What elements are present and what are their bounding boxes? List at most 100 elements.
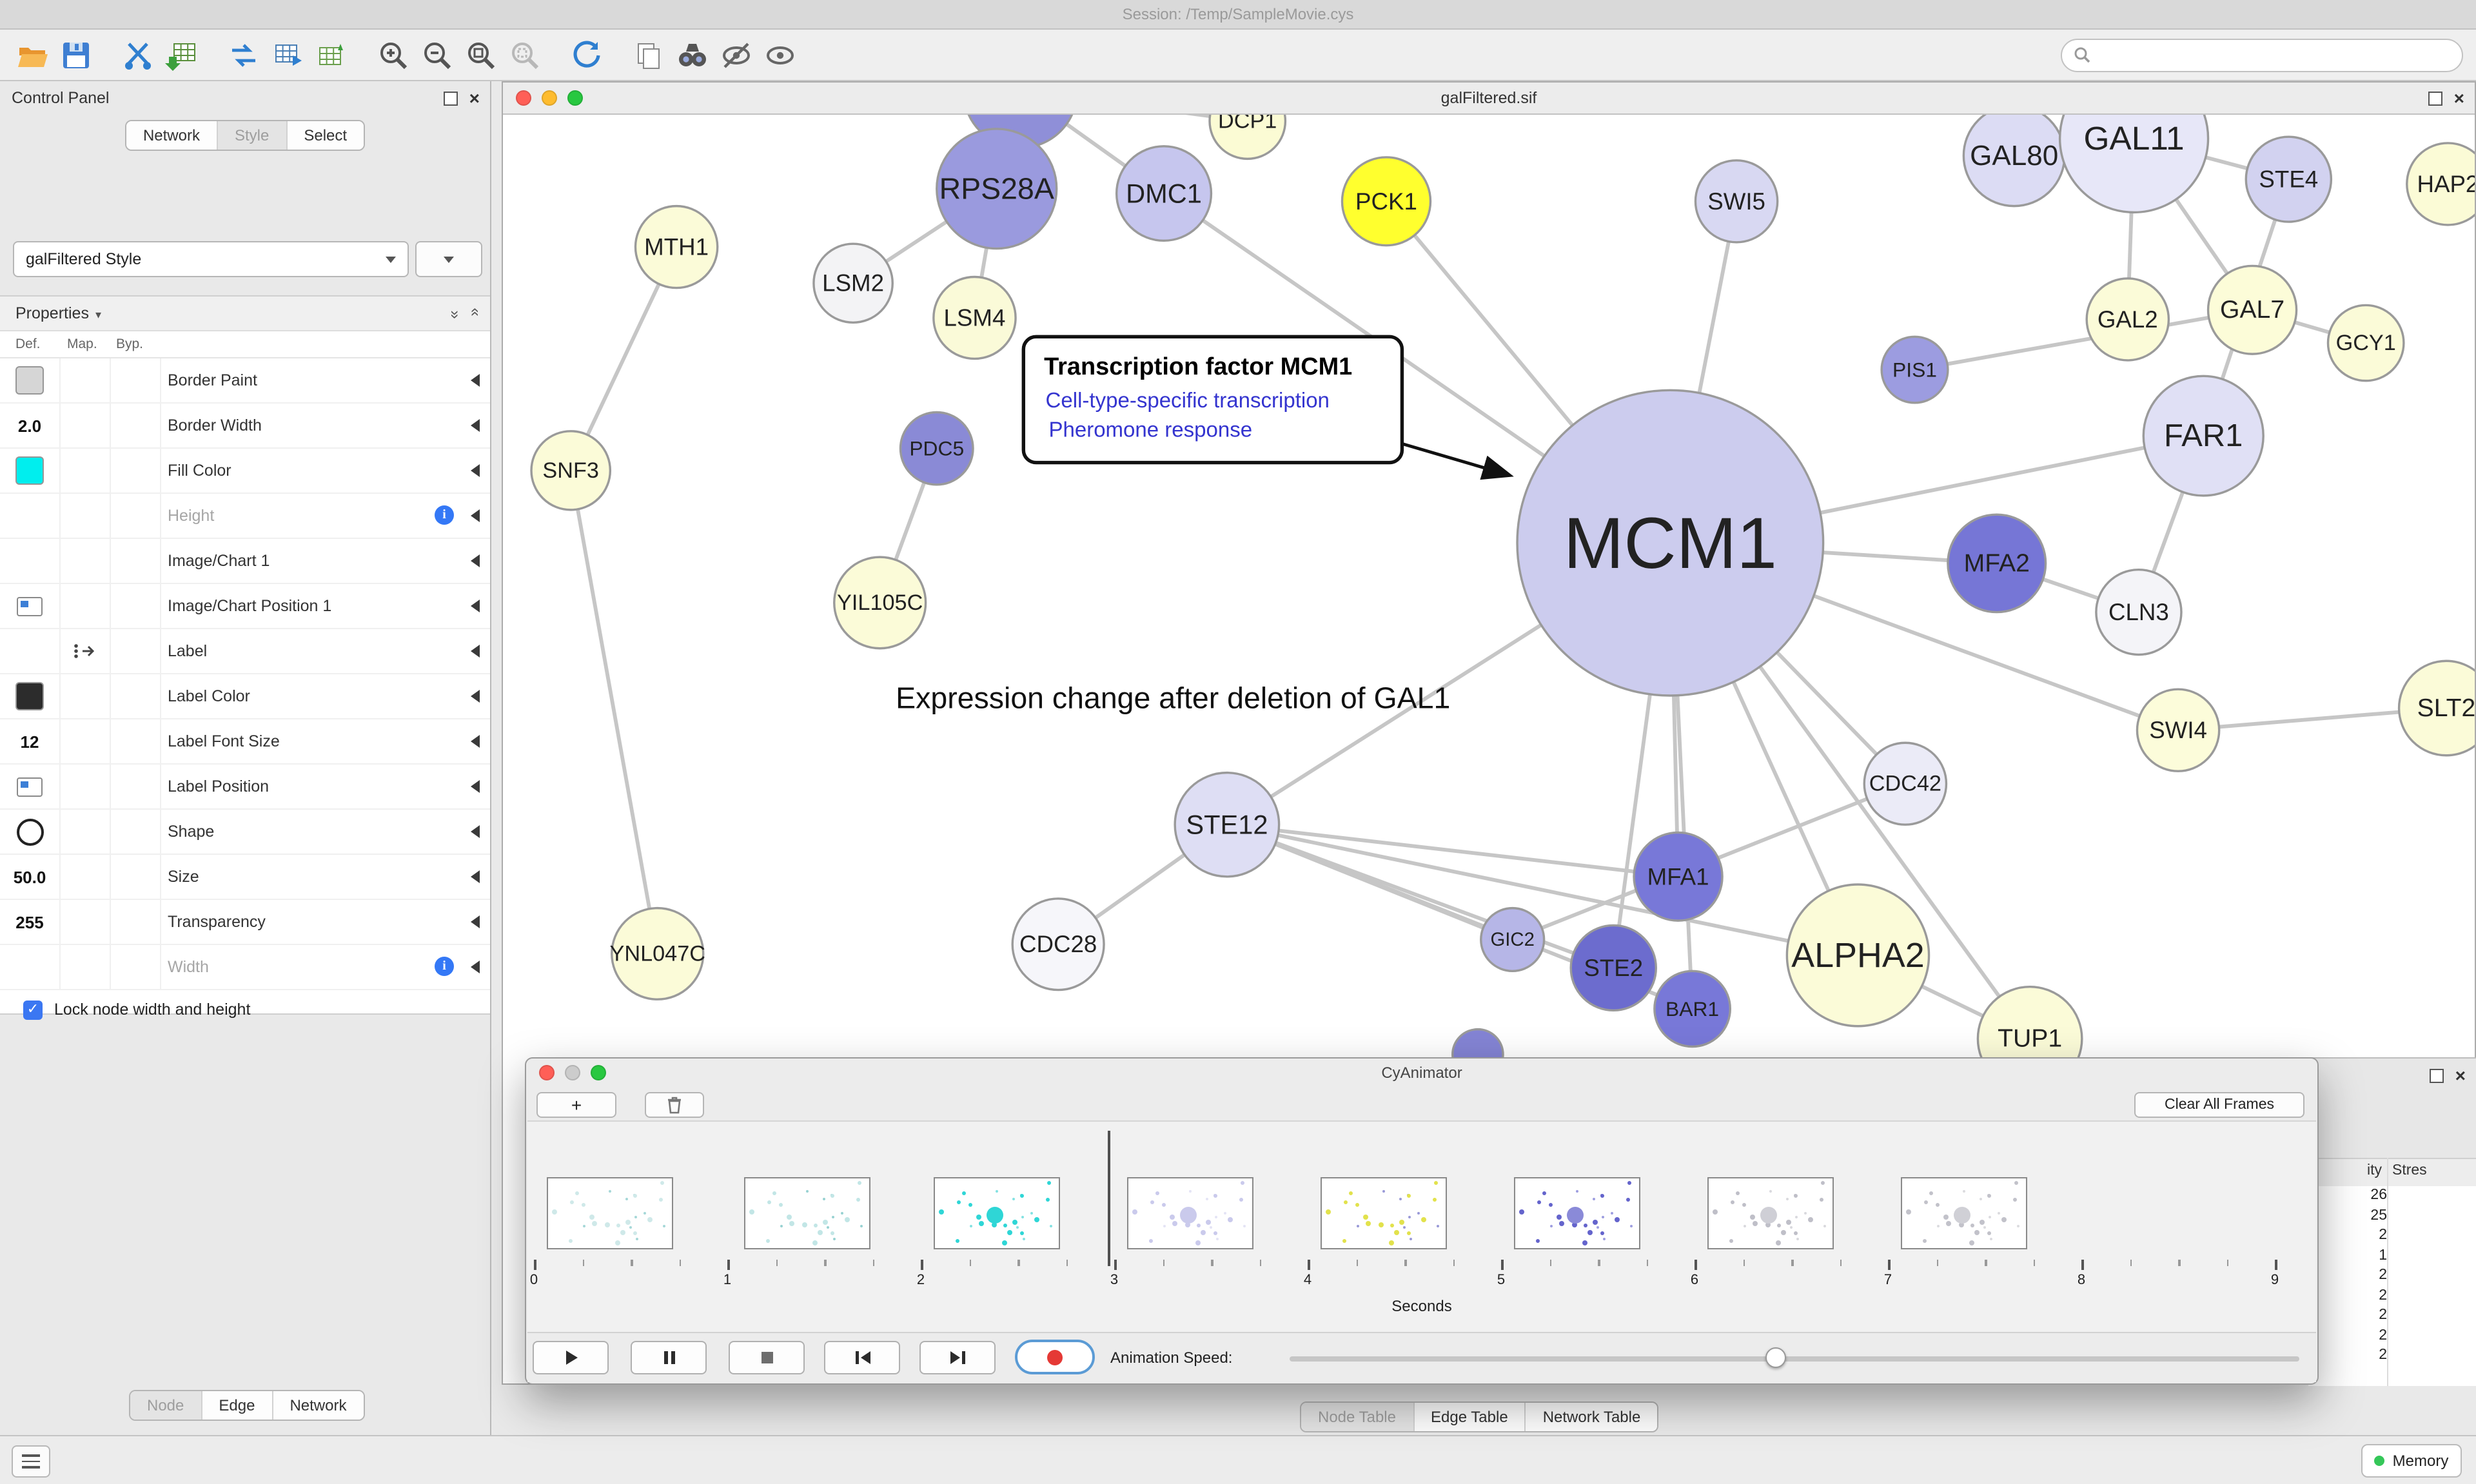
tab-edge-table[interactable]: Edge Table: [1413, 1403, 1525, 1431]
skip-end-button[interactable]: [919, 1341, 996, 1374]
graph-edge[interactable]: [1226, 823, 1678, 879]
graph-node-SNF3[interactable]: [530, 430, 612, 511]
graph-node-CLN3[interactable]: [2095, 568, 2183, 656]
table-row[interactable]: 2: [2379, 1347, 2387, 1363]
expand-arrow-icon[interactable]: [471, 690, 480, 703]
show-all-icon[interactable]: [761, 35, 800, 74]
frame-thumbnail-4[interactable]: [1127, 1177, 1253, 1249]
annotation-link[interactable]: Pheromone response: [1048, 417, 1252, 441]
graph-node-MCM1[interactable]: [1516, 389, 1825, 697]
zoom-selected-icon[interactable]: [506, 35, 544, 74]
zoom-window-button[interactable]: [567, 90, 583, 106]
value-swatch[interactable]: [15, 366, 44, 395]
import-network-icon[interactable]: [119, 35, 157, 74]
graph-node-GIC2[interactable]: [1480, 906, 1546, 972]
expand-arrow-icon[interactable]: [471, 645, 480, 658]
float-network-icon[interactable]: [2428, 91, 2442, 105]
tab-node-table[interactable]: Node Table: [1301, 1403, 1413, 1431]
log-console-button[interactable]: [12, 1445, 50, 1478]
default-value[interactable]: 255: [15, 912, 44, 932]
play-button[interactable]: [533, 1341, 609, 1374]
table-row[interactable]: 2: [2379, 1327, 2387, 1343]
zoom-in-icon[interactable]: [374, 35, 413, 74]
table-row[interactable]: 2: [2379, 1267, 2387, 1283]
table-column-stres[interactable]: Stres: [2392, 1163, 2427, 1178]
value-swatch[interactable]: [15, 456, 44, 485]
graph-node-PCK1[interactable]: [1341, 156, 1432, 247]
search-input[interactable]: [2098, 44, 2450, 65]
properties-header[interactable]: Properties▾ » »: [0, 297, 490, 331]
expand-arrow-icon[interactable]: [471, 915, 480, 928]
table-row[interactable]: 1: [2379, 1247, 2387, 1263]
graph-node-MTH1[interactable]: [634, 204, 719, 289]
graph-node-STE4[interactable]: [2245, 135, 2333, 223]
position-widget-icon[interactable]: [17, 596, 43, 616]
frame-thumbnail-3[interactable]: [934, 1177, 1060, 1249]
tab-edge[interactable]: Edge: [201, 1391, 272, 1420]
graph-node-SLT2[interactable]: [2397, 659, 2475, 757]
tab-network-bottom[interactable]: Network: [271, 1391, 364, 1420]
position-widget-icon[interactable]: [17, 777, 43, 796]
close-network-icon[interactable]: ×: [2453, 88, 2464, 108]
close-table-icon[interactable]: ×: [2455, 1065, 2466, 1086]
export-network-icon[interactable]: [224, 35, 263, 74]
frame-thumbnail-2[interactable]: [744, 1177, 870, 1249]
frame-thumbnail-6[interactable]: [1514, 1177, 1640, 1249]
graph-edge[interactable]: [1226, 823, 1859, 957]
graph-node-DCP1[interactable]: [1208, 115, 1287, 161]
default-value[interactable]: 2.0: [17, 416, 42, 435]
graph-node-GAL2[interactable]: [2085, 277, 2170, 362]
clear-all-frames-button[interactable]: Clear All Frames: [2134, 1092, 2304, 1118]
graph-edge[interactable]: [569, 470, 660, 954]
annotation-link[interactable]: Cell-type-specific transcription: [1046, 388, 1330, 412]
graph-node-SWI5[interactable]: [1694, 159, 1779, 244]
minimize-window-button[interactable]: [542, 90, 557, 106]
copy-icon[interactable]: [629, 35, 668, 74]
lock-size-checkbox[interactable]: ✓: [23, 1000, 43, 1019]
zoom-fit-icon[interactable]: [462, 35, 500, 74]
property-row-image-chart-position-1[interactable]: Image/Chart Position 1: [0, 584, 490, 629]
default-value[interactable]: 12: [20, 732, 39, 751]
expand-arrow-icon[interactable]: [471, 419, 480, 432]
graph-node-YNL047C[interactable]: [611, 906, 705, 1001]
graph-node-LSM2[interactable]: [812, 242, 894, 324]
tab-node[interactable]: Node: [130, 1391, 201, 1420]
frame-thumbnail-7[interactable]: [1707, 1177, 1834, 1249]
property-row-label-position[interactable]: Label Position: [0, 765, 490, 810]
tab-network-table[interactable]: Network Table: [1524, 1403, 1658, 1431]
graph-node-MFA1[interactable]: [1633, 831, 1724, 922]
graph-node-BAR1[interactable]: [1653, 970, 1732, 1048]
ellipse-shape-icon[interactable]: [16, 818, 43, 845]
property-row-shape[interactable]: Shape: [0, 810, 490, 855]
frame-thumbnail-8[interactable]: [1901, 1177, 2027, 1249]
memory-button[interactable]: Memory: [2361, 1444, 2462, 1478]
expand-arrow-icon[interactable]: [471, 509, 480, 522]
close-panel-icon[interactable]: ×: [469, 88, 480, 108]
search-box[interactable]: [2061, 38, 2463, 72]
value-swatch[interactable]: [15, 682, 44, 710]
graph-node-HAP2[interactable]: [2406, 142, 2475, 226]
graph-node-YIL105C[interactable]: [833, 556, 927, 650]
tab-network[interactable]: Network: [126, 121, 217, 150]
table-row[interactable]: 26: [2370, 1187, 2387, 1203]
graph-node-GCY1[interactable]: [2326, 304, 2405, 382]
graph-node-GAL7[interactable]: [2206, 264, 2298, 355]
frame-thumbnail-5[interactable]: [1321, 1177, 1447, 1249]
binoculars-icon[interactable]: [673, 35, 712, 74]
frame-thumbnail-1[interactable]: [547, 1177, 673, 1249]
speed-slider-track[interactable]: [1290, 1356, 2299, 1362]
close-window-button[interactable]: [516, 90, 531, 106]
graph-node-GAL11[interactable]: [2058, 115, 2210, 214]
property-row-label-color[interactable]: Label Color: [0, 674, 490, 719]
graph-edge[interactable]: [1914, 308, 2253, 372]
graph-node-RPS28A[interactable]: [936, 128, 1058, 250]
graph-node-CDC42[interactable]: [1863, 741, 1948, 826]
zoom-out-icon[interactable]: [418, 35, 457, 74]
graph-node-ALPHA2[interactable]: [1785, 883, 1931, 1028]
animator-zoom-button[interactable]: [591, 1065, 606, 1080]
